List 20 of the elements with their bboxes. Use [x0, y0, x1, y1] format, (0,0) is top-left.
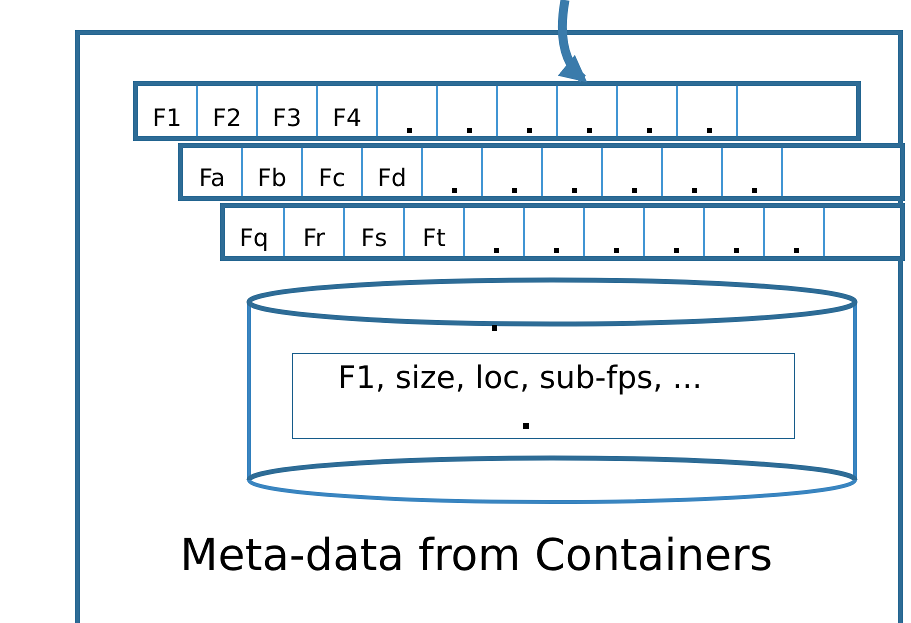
fingerprint-label: Fs: [360, 224, 388, 252]
fingerprint-label: Fr: [303, 224, 325, 252]
fingerprint-label: F1: [152, 104, 182, 132]
curved-arrow: [558, 0, 587, 83]
fingerprint-label: Fq: [239, 224, 269, 252]
container-frame: [75, 30, 903, 623]
fingerprint-row: [178, 143, 905, 201]
fingerprint-label: F3: [272, 104, 302, 132]
fingerprint-label: F4: [332, 104, 362, 132]
fingerprint-label: Fa: [198, 164, 226, 192]
fingerprint-label: Fd: [377, 164, 407, 192]
record-box: [292, 353, 795, 439]
frame-title: Meta-data from Containers: [180, 530, 773, 581]
fingerprint-label: F2: [212, 104, 242, 132]
fingerprint-label: Fc: [318, 164, 346, 192]
fingerprint-label: Fb: [257, 164, 287, 192]
fingerprint-row: [133, 81, 861, 141]
fingerprint-row: [220, 203, 905, 261]
record-fields: F1, size, loc, sub-fps, ...: [338, 360, 702, 396]
fingerprint-label: Ft: [422, 224, 446, 252]
